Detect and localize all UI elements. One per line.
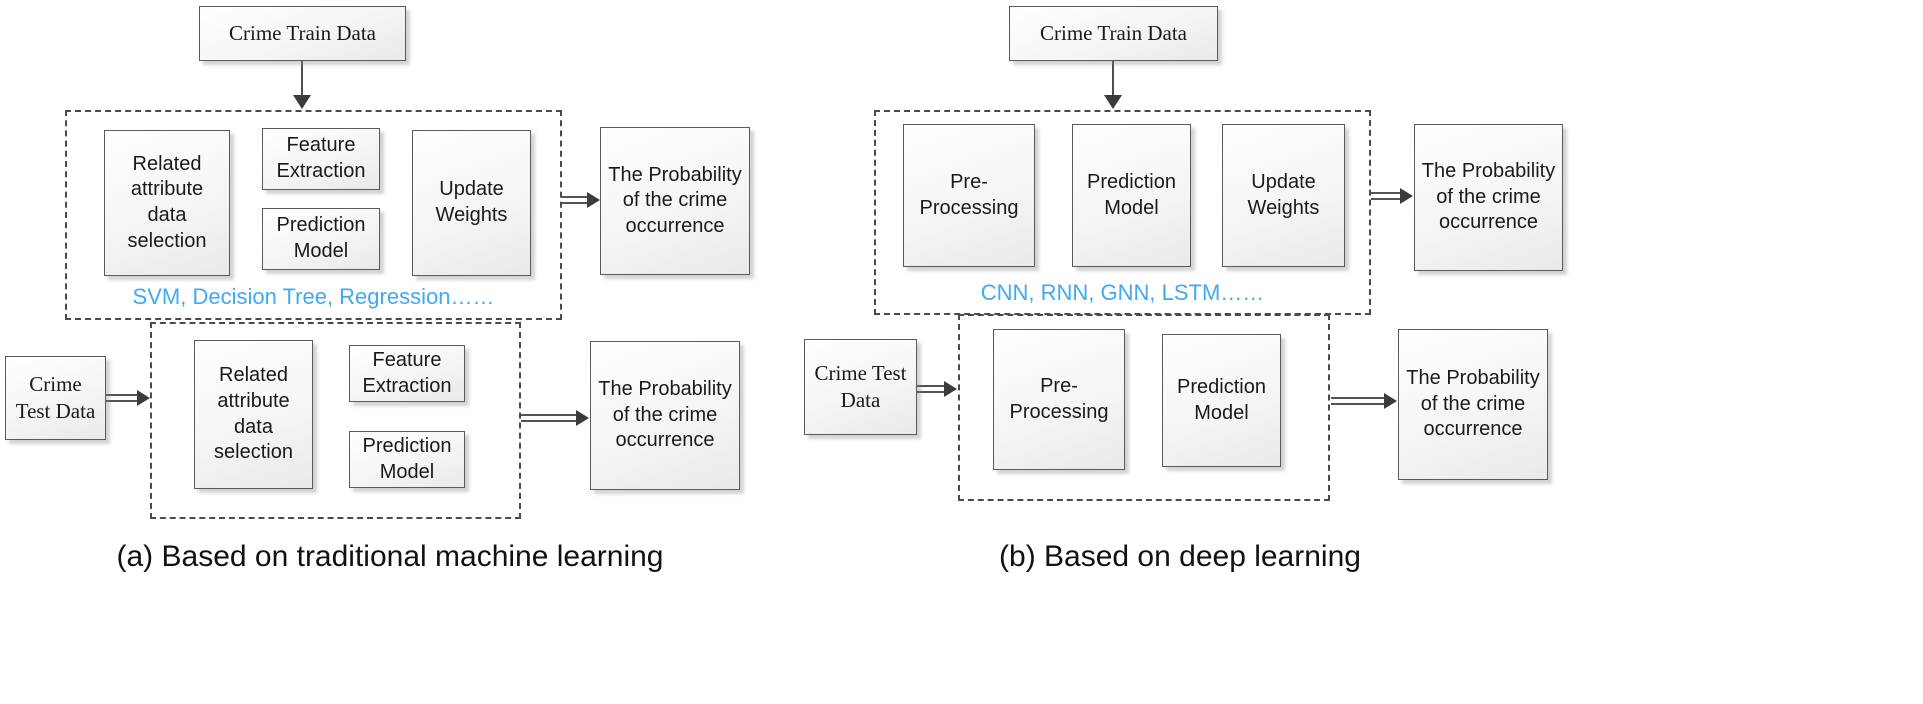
b-train-output-box: The Probability of the crime occurrence: [1414, 124, 1563, 271]
a-test-output-arrow: [521, 410, 589, 426]
b-train-preprocessing-label: Pre-Processing: [919, 170, 1019, 219]
a-crime-test-data-box: Crime Test Data: [5, 356, 106, 440]
a-algorithms-note: SVM, Decision Tree, Regression……: [132, 284, 495, 309]
b-crime-test-data-label: Crime Test Data: [814, 361, 907, 412]
b-test-output-label: The Probability of the crime occurrence: [1406, 367, 1540, 441]
a-train-down-arrow: [293, 61, 311, 109]
a-train-update-weights-label: Update Weights: [435, 178, 508, 226]
a-test-prediction-model-label: Prediction Model: [362, 434, 452, 483]
a-train-prediction-model-label: Prediction Model: [276, 214, 366, 262]
b-crime-test-data-box: Crime Test Data: [804, 339, 917, 435]
b-test-preprocessing-box: Pre-Processing: [993, 329, 1125, 470]
b-train-down-arrow: [1104, 61, 1122, 109]
a-train-output-box: The Probability of the crime occurrence: [600, 127, 750, 275]
b-train-prediction-model-label: Prediction Model: [1087, 170, 1176, 219]
b-test-input-arrow: [917, 381, 957, 397]
caption-panel-a: (a) Based on traditional machine learnin…: [116, 540, 664, 573]
a-test-output-label: The Probability of the crime occurrence: [598, 378, 732, 452]
b-test-pipeline-container: [958, 314, 1330, 501]
a-test-attribute-selection-label: Related attribute data selection: [214, 364, 293, 464]
a-test-feature-extraction-label: Feature Extraction: [362, 348, 452, 397]
b-test-prediction-model-box: Prediction Model: [1162, 334, 1281, 467]
b-train-update-weights-label: Update Weights: [1247, 170, 1320, 219]
b-test-output-arrow: [1331, 393, 1397, 409]
a-train-feature-extraction-box: Feature Extraction: [262, 128, 380, 190]
a-crime-train-data-label: Crime Train Data: [229, 21, 376, 46]
a-test-feature-extraction-box: Feature Extraction: [349, 345, 465, 402]
b-train-preprocessing-box: Pre-Processing: [903, 124, 1035, 267]
a-crime-train-data-box: Crime Train Data: [199, 6, 406, 61]
b-crime-train-data-label: Crime Train Data: [1040, 21, 1187, 46]
a-train-output-label: The Probability of the crime occurrence: [608, 163, 742, 237]
a-test-pipeline-container: [150, 322, 521, 519]
a-test-input-arrow: [106, 390, 150, 406]
b-train-prediction-model-box: Prediction Model: [1072, 124, 1191, 267]
b-test-preprocessing-label: Pre-Processing: [1009, 374, 1109, 423]
caption-panel-b: (b) Based on deep learning: [999, 540, 1361, 573]
a-train-attribute-selection-box: Related attribute data selection: [104, 130, 230, 276]
a-test-attribute-selection-box: Related attribute data selection: [194, 340, 313, 489]
a-train-output-arrow: [561, 192, 600, 208]
a-crime-test-data-label: Crime Test Data: [15, 372, 96, 423]
a-train-prediction-model-box: Prediction Model: [262, 208, 380, 270]
b-train-update-weights-box: Update Weights: [1222, 124, 1345, 267]
a-test-prediction-model-box: Prediction Model: [349, 431, 465, 488]
b-train-output-label: The Probability of the crime occurrence: [1421, 160, 1556, 234]
b-test-output-box: The Probability of the crime occurrence: [1398, 329, 1548, 480]
b-train-output-arrow: [1371, 188, 1413, 204]
b-algorithms-note: CNN, RNN, GNN, LSTM……: [980, 280, 1265, 305]
b-crime-train-data-box: Crime Train Data: [1009, 6, 1218, 61]
a-train-feature-extraction-label: Feature Extraction: [276, 134, 366, 182]
a-train-pipeline-container: [65, 110, 562, 320]
a-test-output-box: The Probability of the crime occurrence: [590, 341, 740, 490]
b-test-prediction-model-label: Prediction Model: [1177, 375, 1266, 424]
a-train-update-weights-box: Update Weights: [412, 130, 531, 276]
a-train-attribute-selection-label: Related attribute data selection: [127, 152, 207, 252]
